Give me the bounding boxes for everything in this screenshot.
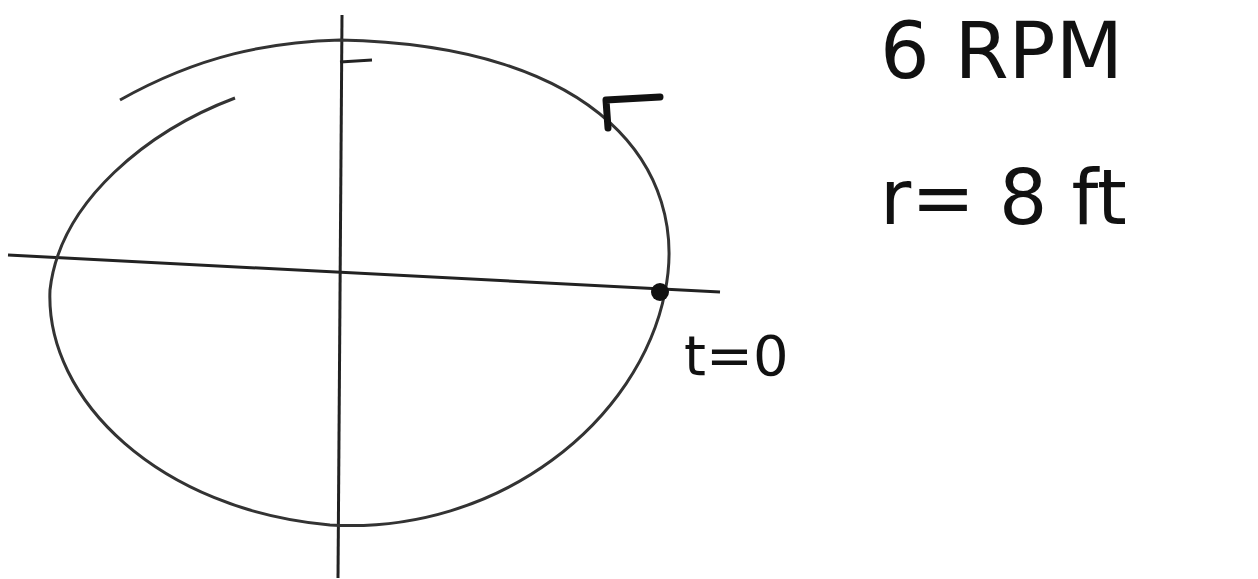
x-axis xyxy=(8,255,720,292)
speed-label: 6 RPM xyxy=(880,12,1123,90)
rotation-arrowhead xyxy=(606,97,660,128)
radius-label: r= 8 ft xyxy=(880,160,1127,236)
y-axis xyxy=(338,15,342,578)
wheel-outline xyxy=(50,40,669,526)
start-point xyxy=(651,283,669,301)
tick-mark xyxy=(340,60,372,62)
start-time-label: t=0 xyxy=(684,328,789,384)
